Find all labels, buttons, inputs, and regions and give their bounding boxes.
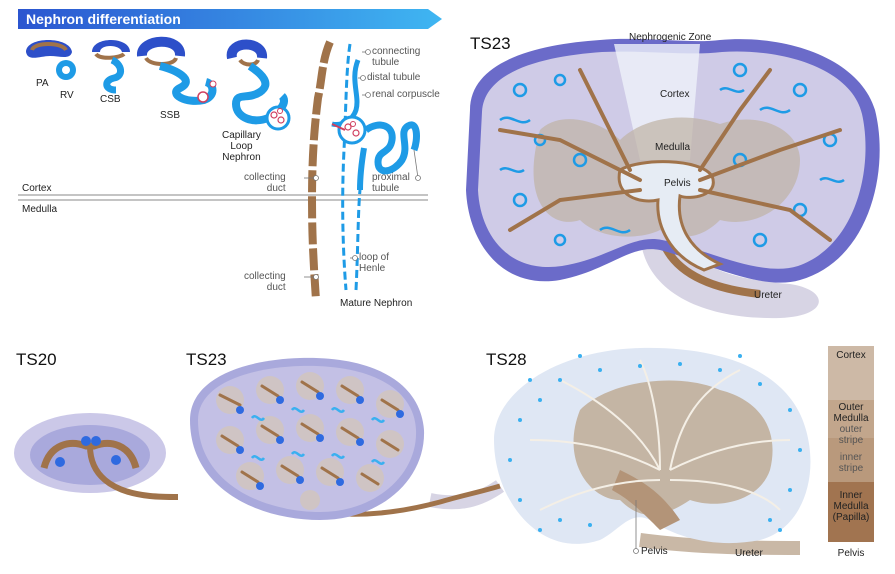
label-renal-corpuscle: renal corpuscle [372, 89, 440, 100]
csb-stage-diagram [92, 40, 130, 94]
label-ts28-ureter: Ureter [735, 548, 763, 559]
pa-stage-diagram [26, 40, 76, 80]
zone-label-medulla: Medulla [22, 204, 58, 215]
legend-outer-medulla: Outer Medulla [833, 402, 869, 424]
ts23-section-title: TS23 [470, 34, 511, 53]
label-connecting-tubule: connecting tubule [372, 46, 421, 68]
mature-nephron-diagram [331, 43, 420, 291]
legend-inner-stripe: inner stripe [838, 452, 864, 474]
ts23-kidney-small [190, 357, 505, 520]
banner-arrow [18, 9, 442, 29]
zone-legend-bar [828, 346, 874, 542]
stage-label-csb: CSB [100, 94, 121, 105]
label-ts23-pelvis: Pelvis [664, 178, 691, 189]
label-mature-nephron: Mature Nephron [340, 298, 413, 309]
ts28-title: TS28 [486, 350, 527, 369]
legend-pelvis: Pelvis [837, 548, 865, 559]
cortex-medulla-divider [18, 194, 428, 201]
legend-cortex: Cortex [836, 350, 866, 361]
legend-inner-medulla: Inner Medulla (Papilla) [832, 490, 870, 523]
label-ts28-pelvis: Pelvis [641, 546, 668, 557]
ts23-small-title: TS23 [186, 350, 227, 369]
ts20-kidney [14, 413, 179, 500]
label-ts23-ureter: Ureter [754, 290, 782, 301]
ts23-kidney-section [466, 38, 880, 319]
label-loop-of-henle: loop of Henle [359, 252, 390, 274]
label-collecting-duct-lower: collecting duct [244, 271, 286, 293]
ssb-stage-diagram [137, 36, 217, 105]
legend-outer-stripe: outer stripe [838, 424, 864, 446]
label-ts23-medulla: Medulla [655, 142, 691, 153]
zone-label-cortex: Cortex [22, 183, 52, 194]
label-collecting-duct-upper: collecting duct [244, 172, 286, 194]
stage-label-capillary-loop: Capillary Loop Nephron [222, 130, 261, 163]
label-distal-tubule: distal tubule [367, 72, 421, 83]
stage-label-ssb: SSB [160, 110, 181, 121]
capillary-loop-diagram [226, 39, 291, 131]
ts20-title: TS20 [16, 350, 57, 369]
collecting-duct-tree [307, 40, 334, 301]
ts28-kidney [494, 347, 811, 555]
label-nephrogenic-zone: Nephrogenic Zone [629, 32, 712, 43]
stage-label-rv: RV [60, 90, 74, 101]
nephron-label-connectors [304, 49, 421, 280]
label-proximal-tubule: proximal tubule [372, 172, 410, 194]
banner-title: Nephron differentiation [26, 11, 181, 27]
stage-label-pa: PA [36, 78, 49, 89]
label-ts23-cortex: Cortex [660, 89, 690, 100]
